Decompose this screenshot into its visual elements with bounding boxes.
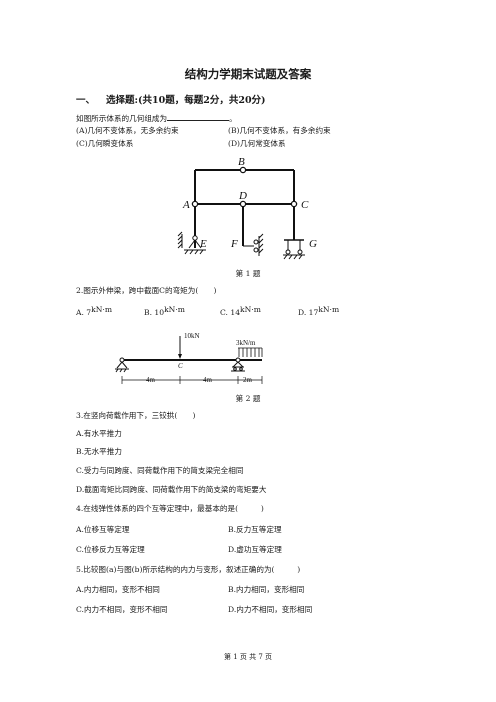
q5-stem: 5.比较图(a)与图(b)所示结构的内力与变形，叙述正确的为( ) bbox=[76, 565, 301, 574]
q2-stem: 2.图示外伸梁，跨中截面C的弯矩为( ) bbox=[76, 286, 217, 295]
q1-option-b: (B)几何不变体系，有多余约束 bbox=[228, 126, 331, 135]
section-number: 一、 bbox=[76, 95, 96, 106]
q4-option-c: C.位移反力互等定理 bbox=[76, 545, 145, 554]
q1-stem-text: 如图所示体系的几何组成为 bbox=[76, 114, 168, 123]
support-e bbox=[177, 231, 206, 255]
page-footer: 第 1 页 共 7 页 bbox=[223, 653, 273, 661]
q1-option-a: (A)几何不变体系，无多余约束 bbox=[76, 126, 179, 135]
q5-option-b: B.内力相同，变形相同 bbox=[228, 585, 305, 594]
right-support bbox=[231, 357, 245, 372]
q5-options-row-1: A.内力相同，变形不相同 B.内力相同，变形相同 bbox=[76, 584, 416, 595]
q2-option-d: D. 17kN·m bbox=[298, 305, 340, 317]
q4-option-d: D.虚功互等定理 bbox=[228, 545, 282, 554]
q1-option-d: (D)几何常变体系 bbox=[228, 139, 286, 148]
q2-option-a: A. 7kN·m bbox=[76, 305, 113, 317]
dim-2: 4m bbox=[203, 376, 213, 384]
distributed-load-label: 3kN/m bbox=[236, 339, 256, 347]
q2-option-c: C. 14kN·m bbox=[220, 305, 261, 317]
q5-options-row-2: C.内力不相同，变形不相同 D.内力不相同，变形相同 bbox=[76, 604, 416, 615]
hinge-d bbox=[239, 200, 247, 208]
q3-option-d: D.截面弯矩比同跨度、同荷载作用下的简支梁的弯矩要大 bbox=[76, 485, 267, 494]
q5-option-d: D.内力不相同，变形相同 bbox=[228, 605, 313, 614]
q3-option-c: C.受力与同跨度、同荷载作用下的简支梁完全相同 bbox=[76, 466, 244, 475]
label-c: C bbox=[301, 199, 309, 211]
q5-option-a: A.内力相同，变形不相同 bbox=[76, 585, 160, 594]
q4-options-row-1: A.位移互等定理 B.反力互等定理 bbox=[76, 524, 416, 535]
q3-option-a: A.有水平推力 bbox=[76, 429, 122, 438]
q1-frame-figure: B A D C E F G bbox=[177, 156, 317, 260]
q5-option-c: C.内力不相同，变形不相同 bbox=[76, 605, 168, 614]
q4-options-row-2: C.位移反力互等定理 D.虚功互等定理 bbox=[76, 544, 416, 555]
q4-option-a: A.位移互等定理 bbox=[76, 525, 130, 534]
q1-options-row-1: (A)几何不变体系，无多余约束 (B)几何不变体系，有多余约束 bbox=[76, 125, 416, 136]
document-title: 结构力学期末试题及答案 bbox=[184, 67, 312, 81]
dimension-lines bbox=[121, 376, 263, 384]
q4-option-b: B.反力互等定理 bbox=[228, 525, 282, 534]
support-f bbox=[243, 233, 264, 256]
q2-caption: 第 2 题 bbox=[235, 394, 261, 403]
label-b: B bbox=[238, 156, 245, 168]
q3-option-b: B.无水平推力 bbox=[76, 447, 122, 456]
left-support bbox=[115, 357, 129, 373]
q1-caption: 第 1 题 bbox=[235, 269, 261, 278]
label-a: A bbox=[182, 199, 190, 211]
section-heading: 一、选择题:(共10题，每题2分，共20分) bbox=[76, 92, 266, 106]
point-load-label: 10kN bbox=[184, 332, 200, 340]
q1-stem: 如图所示体系的几何组成为 。 bbox=[76, 113, 237, 124]
hinge-a bbox=[191, 200, 199, 208]
q4-stem: 4.在线弹性体系的四个互等定理中，最基本的是( ) bbox=[76, 504, 264, 513]
dim-3: 2m bbox=[243, 376, 253, 384]
section-heading-text: 选择题:(共10题，每题2分，共20分) bbox=[106, 95, 266, 106]
hinge-b bbox=[239, 166, 247, 174]
q2-beam-figure: 10kN 3kN/m C 4m 4m 2m bbox=[115, 332, 263, 384]
label-d: D bbox=[238, 190, 247, 202]
label-f: F bbox=[230, 238, 238, 250]
hinge-c bbox=[290, 200, 298, 208]
label-e: E bbox=[199, 238, 207, 250]
q3-stem: 3.在竖向荷载作用下，三铰拱( ) bbox=[76, 411, 196, 420]
q1-options-row-2: (C)几何瞬变体系 (D)几何常变体系 bbox=[76, 138, 416, 149]
distributed-load bbox=[238, 347, 263, 357]
section-c-label: C bbox=[178, 362, 183, 370]
q2-option-b: B. 10kN·m bbox=[144, 305, 185, 317]
q1-answer-blank bbox=[167, 113, 230, 121]
label-g: G bbox=[309, 238, 317, 250]
dim-1: 4m bbox=[146, 376, 156, 384]
support-g bbox=[283, 239, 305, 260]
q1-option-c: (C)几何瞬变体系 bbox=[76, 139, 134, 148]
q1-stem-end: 。 bbox=[229, 114, 237, 123]
